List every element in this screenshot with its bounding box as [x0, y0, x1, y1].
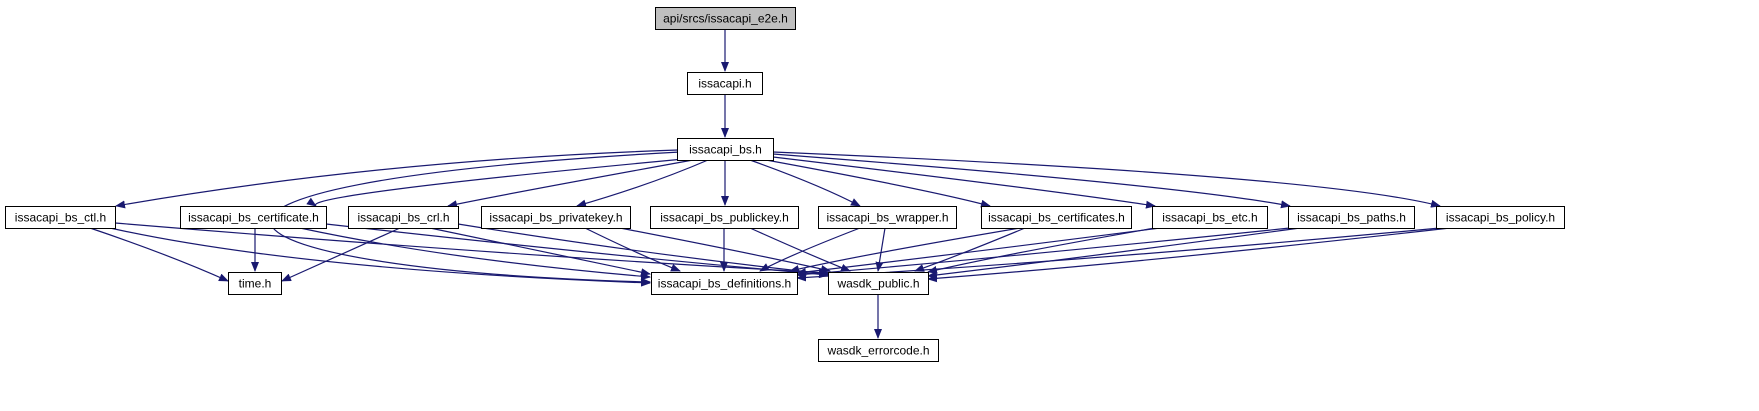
edge-ctl-to-wasdk_public	[114, 222, 829, 277]
edge-ctl-to-definitions	[109, 227, 651, 287]
node-label: issacapi_bs_ctl.h	[15, 211, 106, 225]
edge-privatekey-to-wasdk_public	[619, 227, 831, 273]
edge-bs-to-ctl	[115, 149, 679, 209]
node-errorcode[interactable]: wasdk_errorcode.h	[818, 339, 939, 362]
node-box	[5, 206, 116, 229]
edge-wrapper-to-wasdk_public	[875, 227, 886, 272]
edge-policy-to-wasdk_public	[927, 227, 1451, 283]
edge-crl-to-time	[281, 227, 401, 282]
node-box	[687, 72, 763, 95]
node-wrapper[interactable]: issacapi_bs_wrapper.h	[818, 206, 957, 229]
edge-paths-to-definitions	[796, 227, 1291, 279]
edge-bs-to-privatekey	[576, 159, 709, 208]
edge-bs-to-policy	[772, 151, 1441, 208]
node-wasdk_public[interactable]: wasdk_public.h	[828, 272, 929, 295]
node-etc[interactable]: issacapi_bs_etc.h	[1152, 206, 1268, 229]
node-certificates[interactable]: issacapi_bs_certificates.h	[981, 206, 1132, 229]
edge-bs-to-paths	[772, 153, 1291, 209]
node-label: issacapi.h	[698, 77, 751, 91]
edge-ctl-to-time	[89, 227, 229, 282]
node-box	[677, 138, 774, 161]
node-box	[828, 272, 929, 295]
node-definitions[interactable]: issacapi_bs_definitions.h	[651, 272, 798, 295]
edge-bs-to-certificates	[765, 159, 991, 208]
node-box	[1436, 206, 1565, 229]
node-label: issacapi_bs_wrapper.h	[826, 211, 948, 225]
node-label: issacapi_bs_publickey.h	[660, 211, 789, 225]
node-box	[818, 206, 957, 229]
node-publickey[interactable]: issacapi_bs_publickey.h	[650, 206, 799, 229]
node-label: issacapi_bs_etc.h	[1162, 211, 1257, 225]
node-label: issacapi_bs_definitions.h	[658, 277, 791, 291]
node-box	[818, 339, 939, 362]
edge-certificate-to-wasdk_public	[325, 223, 829, 279]
node-label: issacapi_bs_policy.h	[1446, 211, 1555, 225]
node-box	[1152, 206, 1268, 229]
node-label: issacapi_bs.h	[689, 143, 762, 157]
edge-crl-to-wasdk_public	[457, 223, 829, 278]
node-label: api/srcs/issacapi_e2e.h	[663, 12, 788, 26]
node-box	[481, 206, 631, 229]
node-paths[interactable]: issacapi_bs_paths.h	[1288, 206, 1415, 229]
node-box	[650, 206, 799, 229]
edge-certificate-to-definitions	[299, 227, 651, 281]
node-label: issacapi_bs_certificates.h	[988, 211, 1125, 225]
node-privatekey[interactable]: issacapi_bs_privatekey.h	[481, 206, 631, 229]
node-label: issacapi_bs_certificate.h	[188, 211, 319, 225]
edge-etc-to-wasdk_public	[927, 227, 1156, 274]
node-label: wasdk_errorcode.h	[826, 344, 929, 358]
node-bs[interactable]: issacapi_bs.h	[677, 138, 774, 161]
node-box	[348, 206, 459, 229]
edge-privatekey-to-definitions	[584, 227, 681, 272]
node-label: issacapi_bs_crl.h	[357, 211, 449, 225]
node-box	[1288, 206, 1415, 229]
node-box	[651, 272, 798, 295]
node-label: issacapi_bs_privatekey.h	[489, 211, 622, 225]
node-box	[228, 272, 282, 295]
edge-bs-to-crl	[447, 159, 694, 209]
edge-etc-to-definitions	[796, 227, 1161, 276]
edge-bs-to-etc	[772, 156, 1156, 209]
node-label: wasdk_public.h	[836, 277, 919, 291]
node-layer: api/srcs/issacapi_e2e.h issacapi.h issacap…	[5, 7, 1565, 362]
edge-crl-to-definitions	[429, 227, 651, 277]
node-time: time.h	[228, 272, 282, 295]
node-root[interactable]: api/srcs/issacapi_e2e.h	[655, 7, 796, 30]
node-box	[180, 206, 327, 229]
node-box	[981, 206, 1132, 229]
node-policy[interactable]: issacapi_bs_policy.h	[1436, 206, 1565, 229]
node-issacapi[interactable]: issacapi.h	[687, 72, 763, 95]
edge-wrapper-to-definitions	[759, 227, 861, 272]
node-crl[interactable]: issacapi_bs_crl.h	[348, 206, 459, 229]
node-label: issacapi_bs_paths.h	[1297, 211, 1406, 225]
node-box	[655, 7, 796, 30]
edge-bs-to-certificate	[306, 158, 685, 207]
edge-paths-to-wasdk_public	[927, 227, 1301, 279]
node-ctl[interactable]: issacapi_bs_ctl.h	[5, 206, 116, 229]
edge-bs-to-wrapper	[749, 159, 861, 207]
edge-policy-to-definitions	[796, 227, 1441, 282]
node-label: time.h	[239, 277, 272, 291]
node-certificate[interactable]: issacapi_bs_certificate.h	[180, 206, 327, 229]
edge-certificates-to-definitions	[789, 227, 1021, 273]
